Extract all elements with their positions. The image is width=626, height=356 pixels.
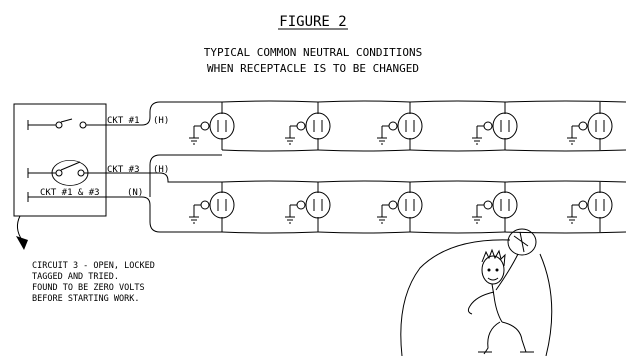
neutral-wire-segment: [409, 149, 506, 152]
receptacle-icon: [483, 102, 518, 150]
ground-icon: [377, 204, 389, 224]
neutral-tag: (N): [127, 188, 143, 198]
ground-icon: [189, 204, 201, 224]
hot-wire-segment: [409, 180, 506, 183]
hot-wire-segment: [221, 100, 319, 103]
ckt3-switch-icon: [27, 159, 106, 186]
receptacle-icon: [483, 182, 518, 232]
ground-icon: [567, 125, 579, 145]
ground-icon: [472, 125, 484, 145]
receptacle-icon: [200, 182, 235, 232]
receptacle-icon: [200, 102, 235, 150]
ckt1-label: CKT #1: [107, 116, 140, 126]
worker-icon: [400, 228, 553, 356]
receptacle-icon: [296, 182, 331, 232]
hot-wire-segment: [409, 100, 506, 103]
note-line4: BEFORE STARTING WORK.: [32, 294, 139, 304]
ckt3-tag: (H): [153, 165, 169, 175]
hot-wire-segment: [221, 180, 319, 183]
receptacle-icon: [388, 182, 423, 232]
neutral-bus-icon: [27, 192, 106, 202]
receptacle-icon: [296, 102, 331, 150]
note-line2: TAGGED AND TRIED.: [32, 272, 119, 282]
panel-box: [13, 103, 107, 217]
figure-title: FIGURE 2: [279, 14, 346, 30]
ckt1-neutral-feed: [106, 196, 222, 233]
note-line3: FOUND TO BE ZERO VOLTS: [32, 283, 145, 293]
hot-wire-segment: [504, 100, 626, 103]
figure-subtitle-line1: TYPICAL COMMON NEUTRAL CONDITIONS: [204, 46, 423, 59]
ckt3-label: CKT #3: [107, 165, 140, 175]
hot-wire-segment: [317, 180, 411, 183]
ckt1-switch-icon: [27, 118, 106, 130]
receptacle-icon: [388, 102, 423, 150]
neutral-wire-segment: [504, 149, 626, 152]
ground-icon: [189, 125, 201, 145]
receptacle-icon: [578, 182, 613, 232]
ground-icon: [567, 204, 579, 224]
ckt1-receptacle-row: [189, 100, 626, 152]
neutral-wire-segment: [409, 231, 506, 234]
ckt1-hot-feed: [106, 101, 222, 126]
ckt3-receptacle-row: [189, 180, 626, 234]
neutral-wire-segment: [221, 149, 319, 152]
ground-icon: [472, 204, 484, 224]
hot-wire-segment: [317, 100, 411, 103]
ckt3-neutral-feed: [149, 154, 222, 197]
ground-icon: [285, 204, 297, 224]
ckt3-hot-feed: [106, 172, 222, 183]
ground-icon: [377, 125, 389, 145]
hot-wire-segment: [504, 180, 626, 183]
neutral-wire-segment: [221, 231, 319, 234]
neutral-wire-segment: [317, 231, 411, 234]
neutral-wire-segment: [317, 149, 411, 152]
receptacle-icon: [578, 102, 613, 150]
lockout-ring: [51, 159, 89, 186]
note-line1: CIRCUIT 3 - OPEN, LOCKED: [32, 261, 155, 271]
pointer-arrow-icon: [16, 215, 28, 250]
figure-subtitle-line2: WHEN RECEPTACLE IS TO BE CHANGED: [207, 62, 419, 75]
neutral-label: CKT #1 & #3: [40, 188, 100, 198]
ground-icon: [285, 125, 297, 145]
neutral-wire-segment: [504, 231, 626, 234]
ckt1-tag: (H): [153, 116, 169, 126]
